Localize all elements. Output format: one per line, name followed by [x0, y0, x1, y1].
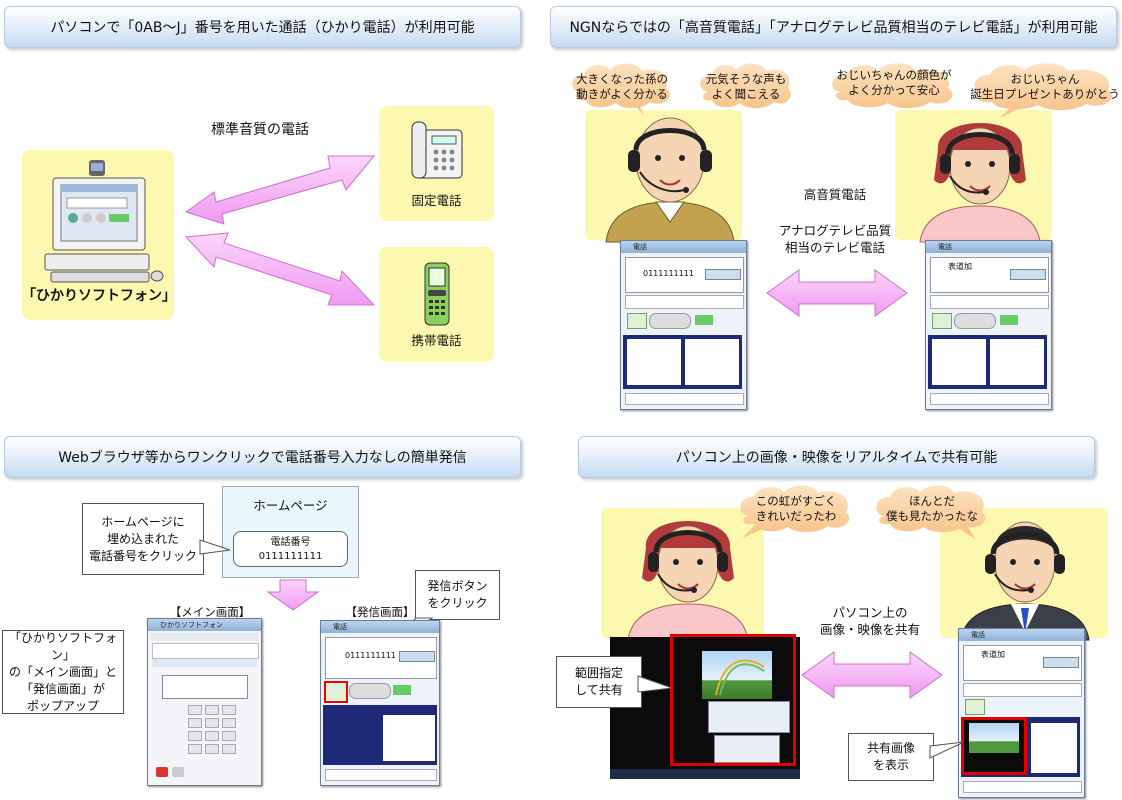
- callout-range-select: 範囲指定して共有: [556, 656, 642, 708]
- dial-screen-label: 【発信画面】: [345, 605, 415, 619]
- callout-pointer-range: [637, 675, 673, 693]
- videophone-window-left: 電話 0111111111: [620, 240, 747, 410]
- homepage-phone-link[interactable]: 電話番号 0111111111: [233, 531, 348, 567]
- hq-phone-label: 高音質電話: [803, 187, 867, 202]
- arrow-q4: [801, 651, 943, 699]
- callout-pointer-shared: [929, 741, 965, 759]
- left-phone-number: 0111111111: [643, 269, 694, 278]
- arrow-down-q3: [266, 579, 320, 611]
- cloud-q4-1-text: この虹がすごくきれいだったわ: [755, 494, 837, 523]
- standard-quality-label: 標準音質の電話: [211, 122, 309, 138]
- girl-avatar: [919, 123, 1041, 243]
- arrow-pc-fixed: [184, 155, 376, 225]
- q4-caller-name: 表道加: [981, 650, 1005, 659]
- selection-frame: [670, 634, 796, 766]
- cloud-q2-1: [572, 63, 670, 116]
- q3-title: Webブラウザ等からワンクリックで電話番号入力なしの簡単発信: [58, 450, 467, 466]
- q4-header: パソコン上の画像・映像をリアルタイムで共有可能: [578, 436, 1095, 478]
- rainbow-image: [702, 651, 772, 699]
- callout-pointer-embed: [199, 539, 231, 555]
- cloud-q2-4: [974, 63, 1113, 118]
- softphone-dial-window: 電話 0111111111: [320, 620, 440, 786]
- q3-header: Webブラウザ等からワンクリックで電話番号入力なしの簡単発信: [4, 436, 521, 478]
- mobile-phone-label: 携帯電話: [411, 333, 462, 348]
- cloud-q4-2: [876, 485, 986, 540]
- q2-header: NGNならではの「高音質電話」「アナログテレビ品質相当のテレビ電話」が利用可能: [550, 6, 1117, 48]
- cloud-q2-1-text: 大きくなった孫の動きがよく分かる: [576, 72, 668, 101]
- softphone-main-window: ひかりソフトフォン: [147, 618, 262, 786]
- dial-phone-number: 0111111111: [345, 651, 396, 660]
- videophone-window-q4: 電話 表道加: [958, 628, 1085, 798]
- q1-title: パソコンで「0AB～J」番号を用いた通話（ひかり電話）が利用可能: [50, 20, 475, 36]
- q2-title: NGNならではの「高音質電話」「アナログテレビ品質相当のテレビ電話」が利用可能: [569, 20, 1098, 36]
- tv-phone-label: アナログテレビ品質相当のテレビ電話: [778, 223, 892, 255]
- right-caller-name: 表道加: [948, 262, 972, 271]
- cloud-q2-3-text: おじいちゃんの顔色がよく分かって安心: [836, 68, 952, 97]
- computer-icon: [44, 160, 164, 283]
- share-label: パソコン上の画像・映像を共有: [819, 605, 920, 637]
- callout-dial-button: 発信ボタンをクリック: [415, 570, 500, 620]
- softphone-label: 「ひかりソフトフォン」: [22, 288, 176, 304]
- homepage-box: ホームページ 電話番号 0111111111: [222, 486, 359, 578]
- arrow-q2: [766, 269, 908, 317]
- woman-avatar: [627, 521, 749, 641]
- cloud-q2-4-text: おじいちゃん誕生日プレゼントありがとう: [970, 72, 1120, 101]
- dial-button-highlight[interactable]: [324, 681, 348, 703]
- fixed-phone-icon: [411, 121, 463, 179]
- fixed-phone-label: 固定電話: [411, 193, 462, 208]
- main-screen-label: 【メイン画面】: [169, 605, 251, 619]
- shared-desktop: [610, 634, 800, 779]
- q4-title: パソコン上の画像・映像をリアルタイムで共有可能: [675, 450, 998, 466]
- callout-popup: 「ひかりソフトフォン」の「メイン画面」と「発信画面」がポップアップ: [2, 630, 124, 714]
- cloud-q2-2-text: 元気そうな声もよく聞こえる: [705, 72, 787, 101]
- videophone-window-right: 電話 表道加: [925, 240, 1052, 410]
- callout-embedded-number: ホームページに埋め込まれた電話番号をクリック: [82, 503, 204, 575]
- cloud-q2-3: [832, 63, 953, 109]
- arrow-pc-mobile: [184, 232, 376, 306]
- homepage-title: ホームページ: [253, 498, 328, 513]
- man-avatar: [960, 521, 1090, 641]
- grandpa-avatar: [605, 117, 735, 243]
- cloud-q4-2-text: ほんとだ僕も見たかったな: [886, 494, 978, 523]
- callout-shared-image: 共有画像を表示: [848, 733, 934, 781]
- q1-header: パソコンで「0AB～J」番号を用いた通話（ひかり電話）が利用可能: [4, 6, 521, 48]
- cloud-q2-2: [700, 63, 791, 109]
- mobile-phone-icon: [424, 262, 450, 326]
- cloud-q4-1: [740, 485, 850, 538]
